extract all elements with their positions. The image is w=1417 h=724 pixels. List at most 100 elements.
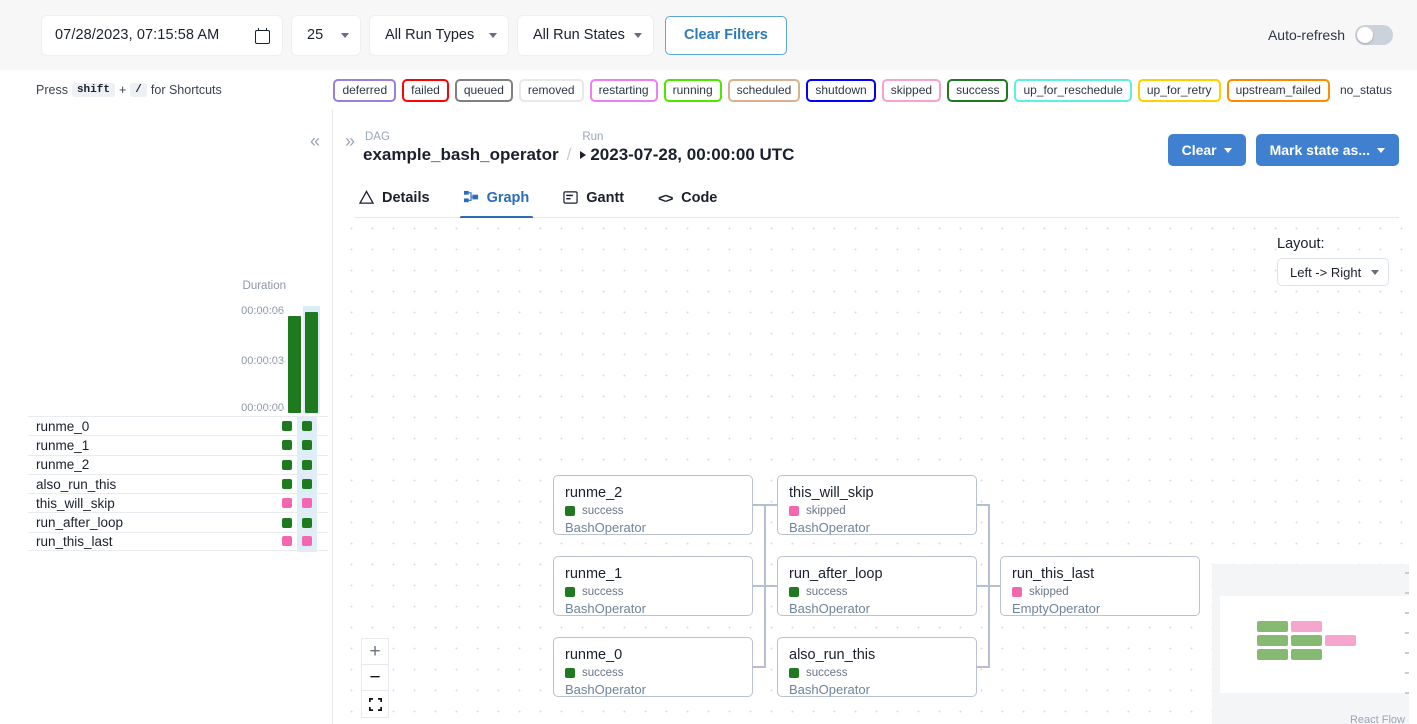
task-row[interactable]: this_will_skip [28, 493, 328, 512]
page-size-select[interactable]: 25 [292, 15, 360, 55]
graph-minimap[interactable]: React Flow [1212, 564, 1409, 724]
collapse-grid-icon[interactable]: « [309, 131, 320, 151]
graph-edge-segment [977, 585, 989, 587]
zoom-in-button[interactable]: + [362, 639, 388, 665]
y-tick-0: 00:00:06 [241, 305, 284, 317]
task-row[interactable]: also_run_this [28, 473, 328, 493]
fit-view-button[interactable] [362, 691, 388, 717]
breadcrumb-dag-caption: DAG [365, 131, 390, 143]
breadcrumb-dag[interactable]: DAG example_bash_operator [363, 130, 559, 165]
graph-edge-segment [753, 504, 765, 506]
node-state-label: skipped [806, 505, 846, 517]
legend-badge-running[interactable]: running [663, 78, 722, 102]
task-instance-square-success[interactable] [282, 421, 292, 432]
tab-graph[interactable]: Graph [459, 178, 534, 219]
minimap-node [1257, 649, 1288, 660]
legend-badge-upstream_failed[interactable]: upstream_failed [1226, 78, 1330, 102]
shortcut-hint: Press shift + / for Shortcuts [36, 83, 222, 97]
legend-badge-success[interactable]: success [947, 78, 1009, 102]
minimap-viewport [1220, 596, 1409, 693]
gridline-1 [255, 362, 285, 363]
task-row[interactable]: runme_1 [28, 435, 328, 454]
legend-badge-queued[interactable]: queued [454, 78, 513, 102]
task-instance-square-success[interactable] [302, 479, 312, 490]
tab-code[interactable]: <>Code [654, 178, 721, 218]
grid-panel: « Duration 00:00:06 00:00:03 00:00:00 ru… [0, 110, 332, 724]
auto-refresh-control[interactable]: Auto-refresh [1268, 25, 1393, 45]
run-type-select[interactable]: All Run Types [370, 15, 508, 55]
minus-icon: − [369, 667, 381, 688]
legend-badge-restarting[interactable]: restarting [589, 78, 658, 102]
clear-button[interactable]: Clear [1167, 134, 1246, 166]
legend-badge-deferred[interactable]: deferred [333, 78, 397, 102]
task-name: runme_2 [36, 457, 90, 473]
task-instance-square-success[interactable] [302, 459, 312, 470]
minimap-tick [1405, 572, 1409, 574]
breadcrumb-run[interactable]: Run 2023-07-28, 00:00:00 UTC [580, 130, 794, 165]
task-instance-square-success[interactable] [302, 440, 312, 451]
task-instance-square-skipped[interactable] [282, 536, 292, 547]
legend-badge-removed[interactable]: removed [518, 78, 584, 102]
calendar-icon[interactable] [255, 27, 270, 44]
graph-edge-segment [753, 585, 765, 587]
node-title: runme_2 [565, 485, 623, 501]
duration-bar[interactable] [288, 316, 301, 413]
legend-badge-shutdown[interactable]: shutdown [806, 78, 876, 102]
run-type-value: All Run Types [385, 27, 475, 43]
plus-icon: + [369, 641, 381, 662]
task-row[interactable]: run_after_loop [28, 512, 328, 531]
task-name: also_run_this [36, 476, 117, 492]
graph-edge-segment [977, 666, 989, 668]
date-filter-value: 07/28/2023, 07:15:58 AM [55, 27, 220, 43]
state-dot-success [565, 587, 575, 597]
node-state: success [565, 586, 741, 598]
auto-refresh-toggle[interactable] [1355, 25, 1393, 45]
minimap-tick [1405, 672, 1409, 674]
graph-edge-segment [988, 585, 990, 668]
state-dot-skipped [789, 506, 799, 516]
zoom-out-button[interactable]: − [362, 665, 388, 691]
task-instance-square-skipped[interactable] [282, 498, 292, 509]
node-title: run_after_loop [789, 566, 883, 582]
shortcut-key-slash: / [130, 83, 147, 97]
date-filter-input[interactable]: 07/28/2023, 07:15:58 AM [42, 15, 282, 55]
tab-gantt[interactable]: Gantt [559, 178, 628, 218]
mark-state-button[interactable]: Mark state as... [1255, 134, 1399, 166]
task-row[interactable]: runme_2 [28, 454, 328, 474]
legend-badge-skipped[interactable]: skipped [881, 78, 942, 102]
task-instance-square-success[interactable] [302, 517, 312, 528]
layout-select[interactable]: Left -> Right [1277, 258, 1389, 286]
legend-badge-failed[interactable]: failed [402, 78, 449, 102]
legend-badge-up_for_retry[interactable]: up_for_retry [1137, 78, 1221, 102]
task-instance-square-success[interactable] [282, 440, 292, 451]
duration-bar[interactable] [305, 312, 318, 413]
task-instance-square-skipped[interactable] [302, 536, 312, 547]
shortcut-prefix: Press [36, 83, 68, 97]
task-instance-square-success[interactable] [302, 421, 312, 432]
task-instance-square-skipped[interactable] [302, 498, 312, 509]
legend-badge-scheduled[interactable]: scheduled [727, 78, 801, 102]
legend-badge-up_for_reschedule[interactable]: up_for_reschedule [1014, 78, 1132, 102]
clear-filters-button[interactable]: Clear Filters [665, 15, 787, 55]
task-row[interactable]: run_this_last [28, 531, 328, 552]
node-title: also_run_this [789, 647, 876, 663]
expand-detail-icon[interactable]: » [345, 131, 356, 151]
tab-details[interactable]: Details [355, 178, 434, 218]
graph-edge-segment [765, 504, 777, 506]
task-instance-square-success[interactable] [282, 459, 292, 470]
run-state-select[interactable]: All Run States [518, 15, 653, 55]
task-instance-square-success[interactable] [282, 517, 292, 528]
task-name: runme_0 [36, 418, 90, 434]
legend-badge-no_status[interactable]: no_status [1335, 78, 1401, 102]
task-instance-square-success[interactable] [282, 479, 292, 490]
auto-refresh-label: Auto-refresh [1267, 27, 1345, 43]
task-row[interactable]: runme_0 [28, 416, 328, 435]
